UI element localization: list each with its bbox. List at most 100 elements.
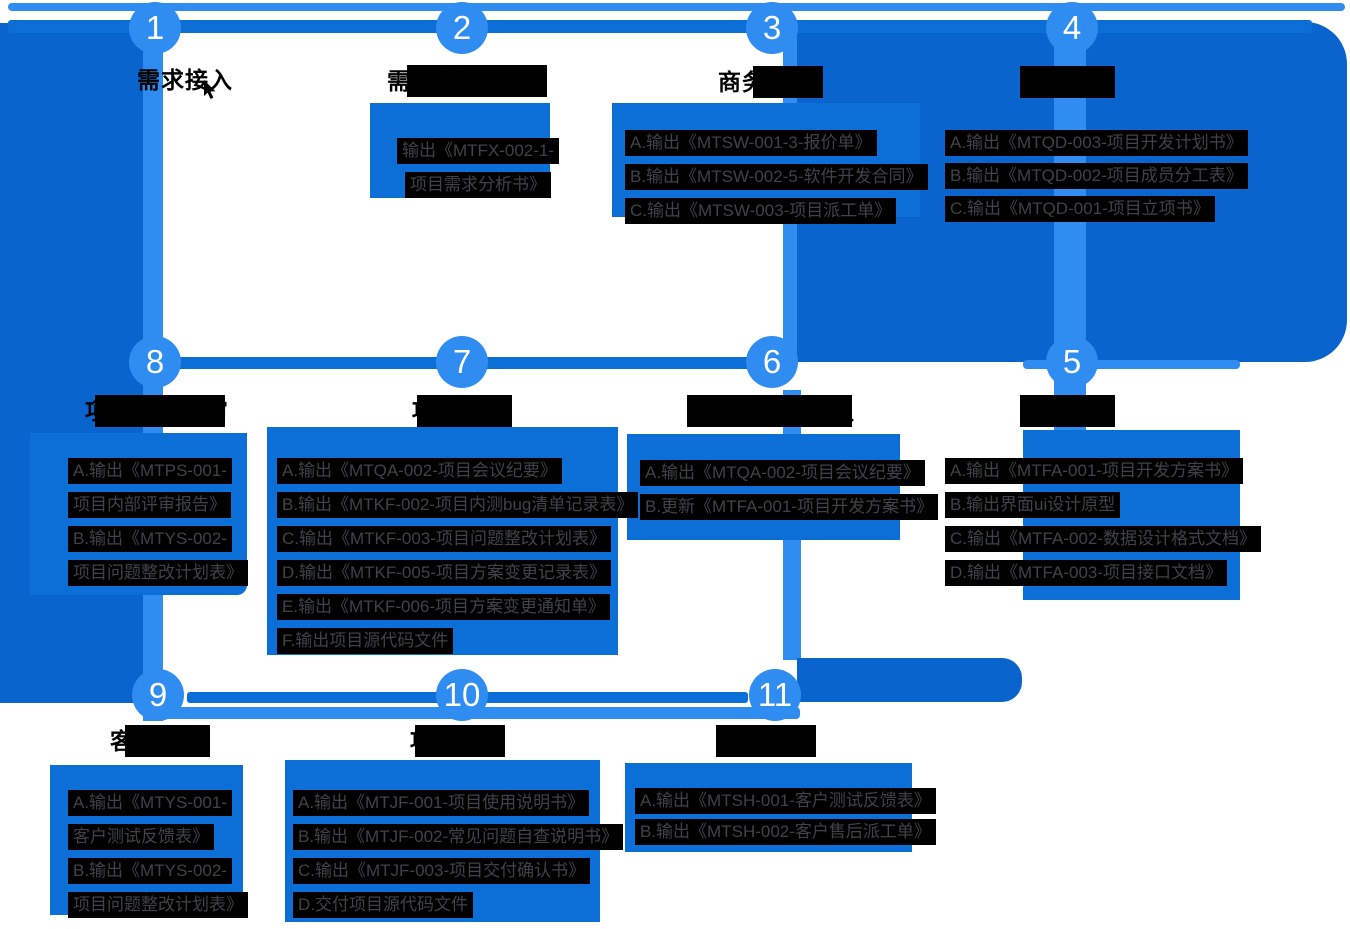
output-item-text: C.输出《MTSW-003-项目派工单》 [625, 198, 897, 224]
output-item: 客户测试反馈表》 [68, 824, 248, 850]
output-item: 项目内部评审报告》 [68, 492, 248, 518]
output-item-text: A.输出《MTPS-001- [68, 458, 232, 484]
step-9-circle: 9 [132, 669, 184, 721]
step-11-circle: 11 [749, 669, 801, 721]
step-1-title: 需求接入 [137, 66, 233, 94]
output-item: B.输出《MTYS-002- [68, 858, 248, 884]
output-item-text: 客户测试反馈表》 [68, 824, 214, 850]
step-3-circle: 3 [746, 2, 798, 54]
step-4-title: 项目启动 [1020, 66, 1116, 98]
output-item-text: D.交付项目源代码文件 [293, 892, 473, 918]
output-item-text: B.输出《MTKF-002-项目内测bug清单记录表》 [277, 492, 639, 518]
output-item-text: 项目需求分析书》 [405, 172, 551, 198]
output-item-text: 项目问题整改计划表》 [68, 892, 248, 918]
title-glitch-overlay [407, 65, 547, 97]
output-item: B.输出《MTKF-002-项目内测bug清单记录表》 [277, 492, 639, 518]
output-item: D.输出《MTFA-003-项目接口文档》 [945, 560, 1261, 586]
step-11-outputs-list: A.输出《MTSH-001-客户测试反馈表》 B.输出《MTSH-002-客户售后… [635, 788, 936, 850]
title-glitch-overlay [753, 66, 823, 98]
title-glitch-overlay [417, 395, 512, 427]
output-item-text: F.输出项目源代码文件 [277, 628, 454, 654]
output-item: A.输出《MTQA-002-项目会议纪要》 [277, 458, 638, 484]
step-9-outputs-list: A.输出《MTYS-001- 客户测试反馈表》 B.输出《MTYS-002- 项目问题… [68, 790, 248, 926]
output-item-text: B.输出《MTQD-002-项目成员分工表》 [945, 163, 1248, 189]
output-item: A.输出《MTSW-001-3-报价单》 [625, 130, 928, 156]
bottom-right-stub-panel [797, 658, 1022, 702]
output-item-text: A.输出《MTJF-001-项目使用说明书》 [293, 790, 590, 816]
step-6-circle: 6 [746, 336, 798, 388]
title-glitch-overlay [125, 725, 210, 757]
output-item: C.输出《MTFA-002-数据设计格式文档》 [945, 526, 1262, 552]
step-2-title: 需求评估分析 [387, 65, 547, 97]
output-item-text: 项目问题整改计划表》 [68, 560, 248, 586]
title-glitch-overlay [716, 725, 816, 757]
title-glitch-overlay [1020, 66, 1115, 98]
output-item: C.输出《MTQD-001-项目立项书》 [945, 196, 1248, 222]
output-item: 项目问题整改计划表》 [68, 560, 248, 586]
output-item: A.输出《MTQD-003-项目开发计划书》 [945, 130, 1248, 156]
step-2-outputs-list: 输出《MTFX-002-1-项目需求分析书》 [388, 138, 568, 206]
step-2-circle: 2 [436, 2, 488, 54]
output-item-text: B.输出《MTSW-002-5-软件开发合同》 [625, 164, 928, 190]
top-dark-bar [8, 20, 1312, 33]
output-item-text: A.输出《MTYS-001- [68, 790, 232, 816]
title-glitch-overlay [95, 395, 225, 427]
output-item: B.输出《MTQD-002-项目成员分工表》 [945, 163, 1248, 189]
step-3-title: 商务谈判 [718, 66, 823, 98]
output-item: A.输出《MTSH-001-客户测试反馈表》 [635, 788, 936, 814]
output-item-text: C.输出《MTKF-003-项目问题整改计划表》 [277, 526, 611, 552]
output-item-text: B.输出《MTSH-002-客户售后派工单》 [635, 819, 936, 845]
step-5-outputs-list: A.输出《MTFA-001-项目开发方案书》 B.输出界面ui设计原型 C.输出《M… [945, 458, 1262, 594]
output-item: 项目问题整改计划表》 [68, 892, 248, 918]
step-8-outputs-list: A.输出《MTPS-001- 项目内部评审报告》 B.输出《MTYS-002- 项目问… [68, 458, 248, 594]
step-11-title: 项目售后 [716, 725, 816, 757]
step-9-title: 客户验收 [110, 725, 210, 757]
step-7-outputs-list: A.输出《MTQA-002-项目会议纪要》 B.输出《MTKF-002-项目内测b… [277, 458, 639, 662]
output-item: C.输出《MTJF-003-项目交付确认书》 [293, 858, 623, 884]
output-item-text: A.输出《MTQA-002-项目会议纪要》 [640, 460, 925, 486]
output-item: A.输出《MTFA-001-项目开发方案书》 [945, 458, 1261, 484]
output-item-text: B.输出《MTYS-002- [68, 858, 232, 884]
step-1-circle: 1 [129, 2, 181, 54]
top-light-bar [8, 3, 1345, 11]
output-item-text: D.输出《MTKF-005-项目方案变更记录表》 [277, 560, 611, 586]
output-item-text: B.输出《MTYS-002- [68, 526, 232, 552]
step-10-outputs-list: A.输出《MTJF-001-项目使用说明书》 B.输出《MTJF-002-常见问题… [293, 790, 624, 926]
step-7-title: 项目开发 [412, 395, 512, 427]
output-item: C.输出《MTSW-003-项目派工单》 [625, 198, 928, 224]
output-item: 项目需求分析书》 [388, 172, 568, 198]
output-item: E.输出《MTKF-006-项目方案变更通知单》 [277, 594, 638, 620]
row2-light-strip [1023, 360, 1240, 369]
step-10-title: 项目交付 [410, 725, 506, 757]
output-item: A.输出《MTQA-002-项目会议纪要》 [640, 460, 938, 486]
output-item: F.输出项目源代码文件 [277, 628, 638, 654]
step-7-circle: 7 [436, 336, 488, 388]
output-item-text: E.输出《MTKF-006-项目方案变更通知单》 [277, 594, 611, 620]
step-6-output-box [627, 434, 900, 540]
output-item: A.输出《MTYS-001- [68, 790, 248, 816]
output-item: B.更新《MTFA-001-项目开发方案书》 [640, 494, 939, 520]
step-8-title: 项目内部评审 [85, 395, 229, 427]
output-item-text: A.输出《MTFA-001-项目开发方案书》 [945, 458, 1244, 484]
output-item: C.输出《MTKF-003-项目问题整改计划表》 [277, 526, 638, 552]
output-item-text: A.输出《MTSW-001-3-报价单》 [625, 130, 877, 156]
output-item-text: B.更新《MTFA-001-项目开发方案书》 [640, 494, 939, 520]
output-item: B.输出《MTSH-002-客户售后派工单》 [635, 819, 936, 845]
step-10-circle: 10 [436, 669, 488, 721]
output-item: B.输出《MTYS-002- [68, 526, 248, 552]
step-4-outputs-list: A.输出《MTQD-003-项目开发计划书》 B.输出《MTQD-002-项目成员… [945, 130, 1248, 229]
title-glitch-overlay [1020, 395, 1115, 427]
step-6-title: 方案评审、确认 [687, 395, 855, 427]
step-8-circle: 8 [129, 336, 181, 388]
title-glitch-overlay [415, 725, 505, 757]
step-title-text: 需求接入 [137, 67, 233, 93]
output-item: B.输出界面ui设计原型 [945, 492, 1261, 518]
output-item-text: A.输出《MTQD-003-项目开发计划书》 [945, 130, 1248, 156]
step-5-title: 项目方案 [1020, 395, 1116, 427]
output-item-text: C.输出《MTFA-002-数据设计格式文档》 [945, 526, 1262, 552]
output-item: B.输出《MTSW-002-5-软件开发合同》 [625, 164, 928, 190]
output-item-text: C.输出《MTJF-003-项目交付确认书》 [293, 858, 591, 884]
output-item: D.输出《MTKF-005-项目方案变更记录表》 [277, 560, 638, 586]
output-item-text: B.输出《MTJF-002-常见问题自查说明书》 [293, 824, 624, 850]
output-item: B.输出《MTJF-002-常见问题自查说明书》 [293, 824, 624, 850]
